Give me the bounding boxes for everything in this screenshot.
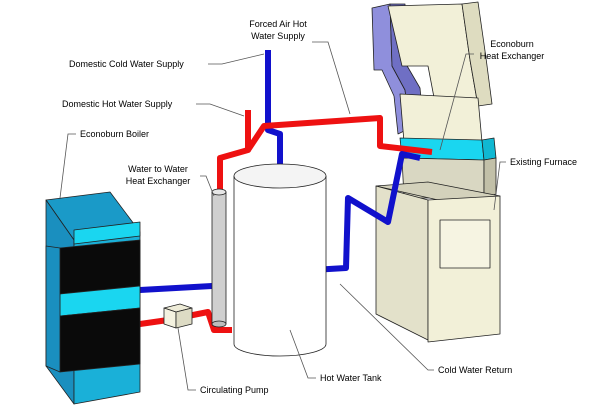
heat-exchanger-bottom (211, 320, 227, 328)
pump-side (175, 307, 193, 329)
label-existing-furnace: Existing Furnace (510, 157, 577, 167)
boiler-return-pipe (139, 283, 213, 293)
water-to-water-heat-exchanger (211, 188, 227, 328)
label-domestic-hot: Domestic Hot Water Supply (62, 99, 173, 109)
boiler-door-upper (59, 239, 141, 295)
furnace-cabinet-left (375, 185, 429, 341)
leader-lines (59, 41, 506, 391)
cold-water-return-pipe (311, 151, 421, 273)
boiler-door-lower (59, 307, 141, 373)
labels: Forced Air Hot Water Supply Domestic Col… (62, 19, 577, 395)
econoburn-heat-exchanger-band-side (481, 137, 497, 161)
hot-water-tank-top (233, 163, 327, 189)
furnace-access-panel (439, 219, 491, 269)
duct-plenum-side (461, 1, 493, 107)
leader-hot-water-tank (289, 329, 316, 379)
leader-existing-furnace (493, 161, 506, 211)
duct-transition-front (399, 93, 483, 143)
hot-water-tank (233, 163, 327, 357)
circulating-pump (163, 303, 193, 329)
existing-furnace (371, 1, 501, 343)
domestic-hot-water-pipe (217, 110, 251, 196)
label-hot-water-tank: Hot Water Tank (320, 373, 382, 383)
label-domestic-cold: Domestic Cold Water Supply (69, 59, 184, 69)
label-circulating-pump: Circulating Pump (200, 385, 269, 395)
label-econoburn-boiler: Econoburn Boiler (80, 129, 149, 139)
heat-exchanger-cylinder (211, 191, 227, 325)
furnace-cabinet-front (427, 195, 501, 343)
leader-domestic-cold (208, 53, 265, 65)
label-forced-air-line2: Water Supply (251, 31, 305, 41)
furnace-plenum-side (483, 157, 497, 199)
pump-front (163, 307, 177, 329)
econoburn-boiler (45, 191, 141, 405)
leader-econoburn-boiler (59, 133, 76, 199)
leader-water-to-water (200, 175, 215, 197)
leader-econoburn-hx (439, 53, 474, 151)
domestic-cold-water-pipe (265, 50, 283, 168)
label-forced-air-line1: Forced Air Hot (249, 19, 307, 29)
boiler-top-band (73, 221, 141, 245)
heat-exchanger-top (211, 188, 227, 196)
label-econoburn-hx-line1: Econoburn (490, 39, 534, 49)
label-econoburn-hx-line2: Heat Exchanger (480, 51, 545, 61)
leader-cold-water-return (339, 283, 434, 371)
leader-domestic-hot (196, 103, 245, 117)
hot-water-tank-body (233, 175, 327, 357)
leader-circulating-pump (177, 327, 196, 391)
label-w2w-line2: Heat Exchanger (126, 176, 191, 186)
pump-supply-pipe (139, 309, 232, 333)
label-w2w-line1: Water to Water (128, 164, 188, 174)
leader-forced-air (312, 41, 351, 115)
forced-air-hot-water-pipe (245, 115, 433, 155)
label-cold-water-return: Cold Water Return (438, 365, 512, 375)
boiler-panel-left-strip (45, 245, 61, 373)
